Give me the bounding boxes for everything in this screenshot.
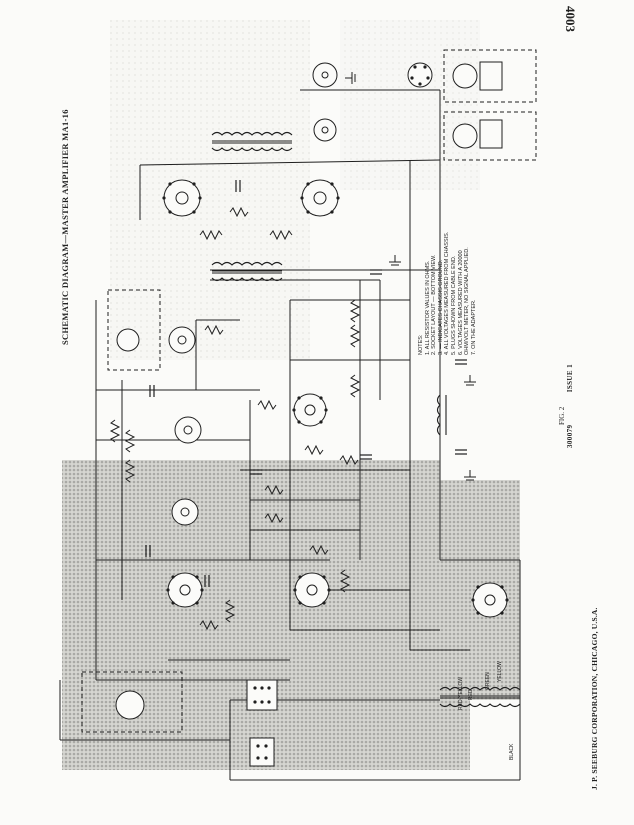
wire-label-red: RED — [468, 689, 474, 700]
circuit-wiring — [59, 89, 521, 781]
issue-label: ISSUE 1 — [566, 363, 574, 393]
interstage-transformer — [211, 261, 283, 282]
filter-choke — [436, 394, 447, 436]
wire-label-red-yellow: RED-YELLOW — [458, 676, 464, 710]
halftone-chassis-photo — [62, 460, 520, 770]
issue-code: 300079 — [566, 424, 574, 448]
issue-line: 300079 ISSUE 1 — [566, 364, 574, 448]
wire-label-green: GREEN — [485, 672, 491, 690]
wire-label-yellow: YELLOW — [497, 661, 503, 682]
note-line: 1. ALL RESISTOR VALUES IN OHMS. — [424, 260, 431, 355]
figure-label: FIG. 2 — [558, 406, 566, 425]
footer-company: J. P. SEEBURG CORPORATION, CHICAGO, U.S.… — [590, 607, 599, 790]
ground-symbols — [345, 72, 476, 481]
terminal-dots — [253, 686, 271, 760]
output-transformer-top — [211, 131, 293, 152]
note-line: 5. PLUGS SHOWN FROM CABLE END. — [450, 255, 457, 355]
tube-sockets — [116, 62, 508, 618]
capacitors — [145, 180, 467, 587]
notes-heading: NOTES: — [418, 334, 424, 355]
terminal-strips — [246, 679, 278, 767]
note-line: 2. SOCKET LAYOUT — BOTTOM VIEW. — [431, 254, 438, 355]
plug-boxes — [81, 49, 537, 733]
note-line: OHM/VOLT METER, NO SIGNAL APPLIED. — [464, 247, 471, 355]
wire-label-black: BLACK — [509, 743, 515, 760]
power-transformer — [439, 686, 521, 708]
plug-sockets — [115, 61, 503, 720]
resistors — [109, 206, 361, 631]
note-line: 3. — INDICATES CHASSIS GROUND. — [437, 259, 444, 355]
bleed-through-text — [110, 20, 310, 360]
socket-pins — [162, 65, 509, 615]
notes-block: NOTES: 1. ALL RESISTOR VALUES IN OHMS. 2… — [418, 232, 477, 355]
note-line: 4. ALL VOLTAGES MEASURED FROM CHASSIS. — [444, 231, 451, 355]
note-line: 6. VOLTAGES MEASURED WITH A 20000 — [457, 250, 464, 355]
note-line: 7. ON THE ADAPTER. — [470, 299, 477, 355]
diagram-title: SCHEMATIC DIAGRAM—MASTER AMPLIFIER MA1-1… — [60, 109, 70, 345]
